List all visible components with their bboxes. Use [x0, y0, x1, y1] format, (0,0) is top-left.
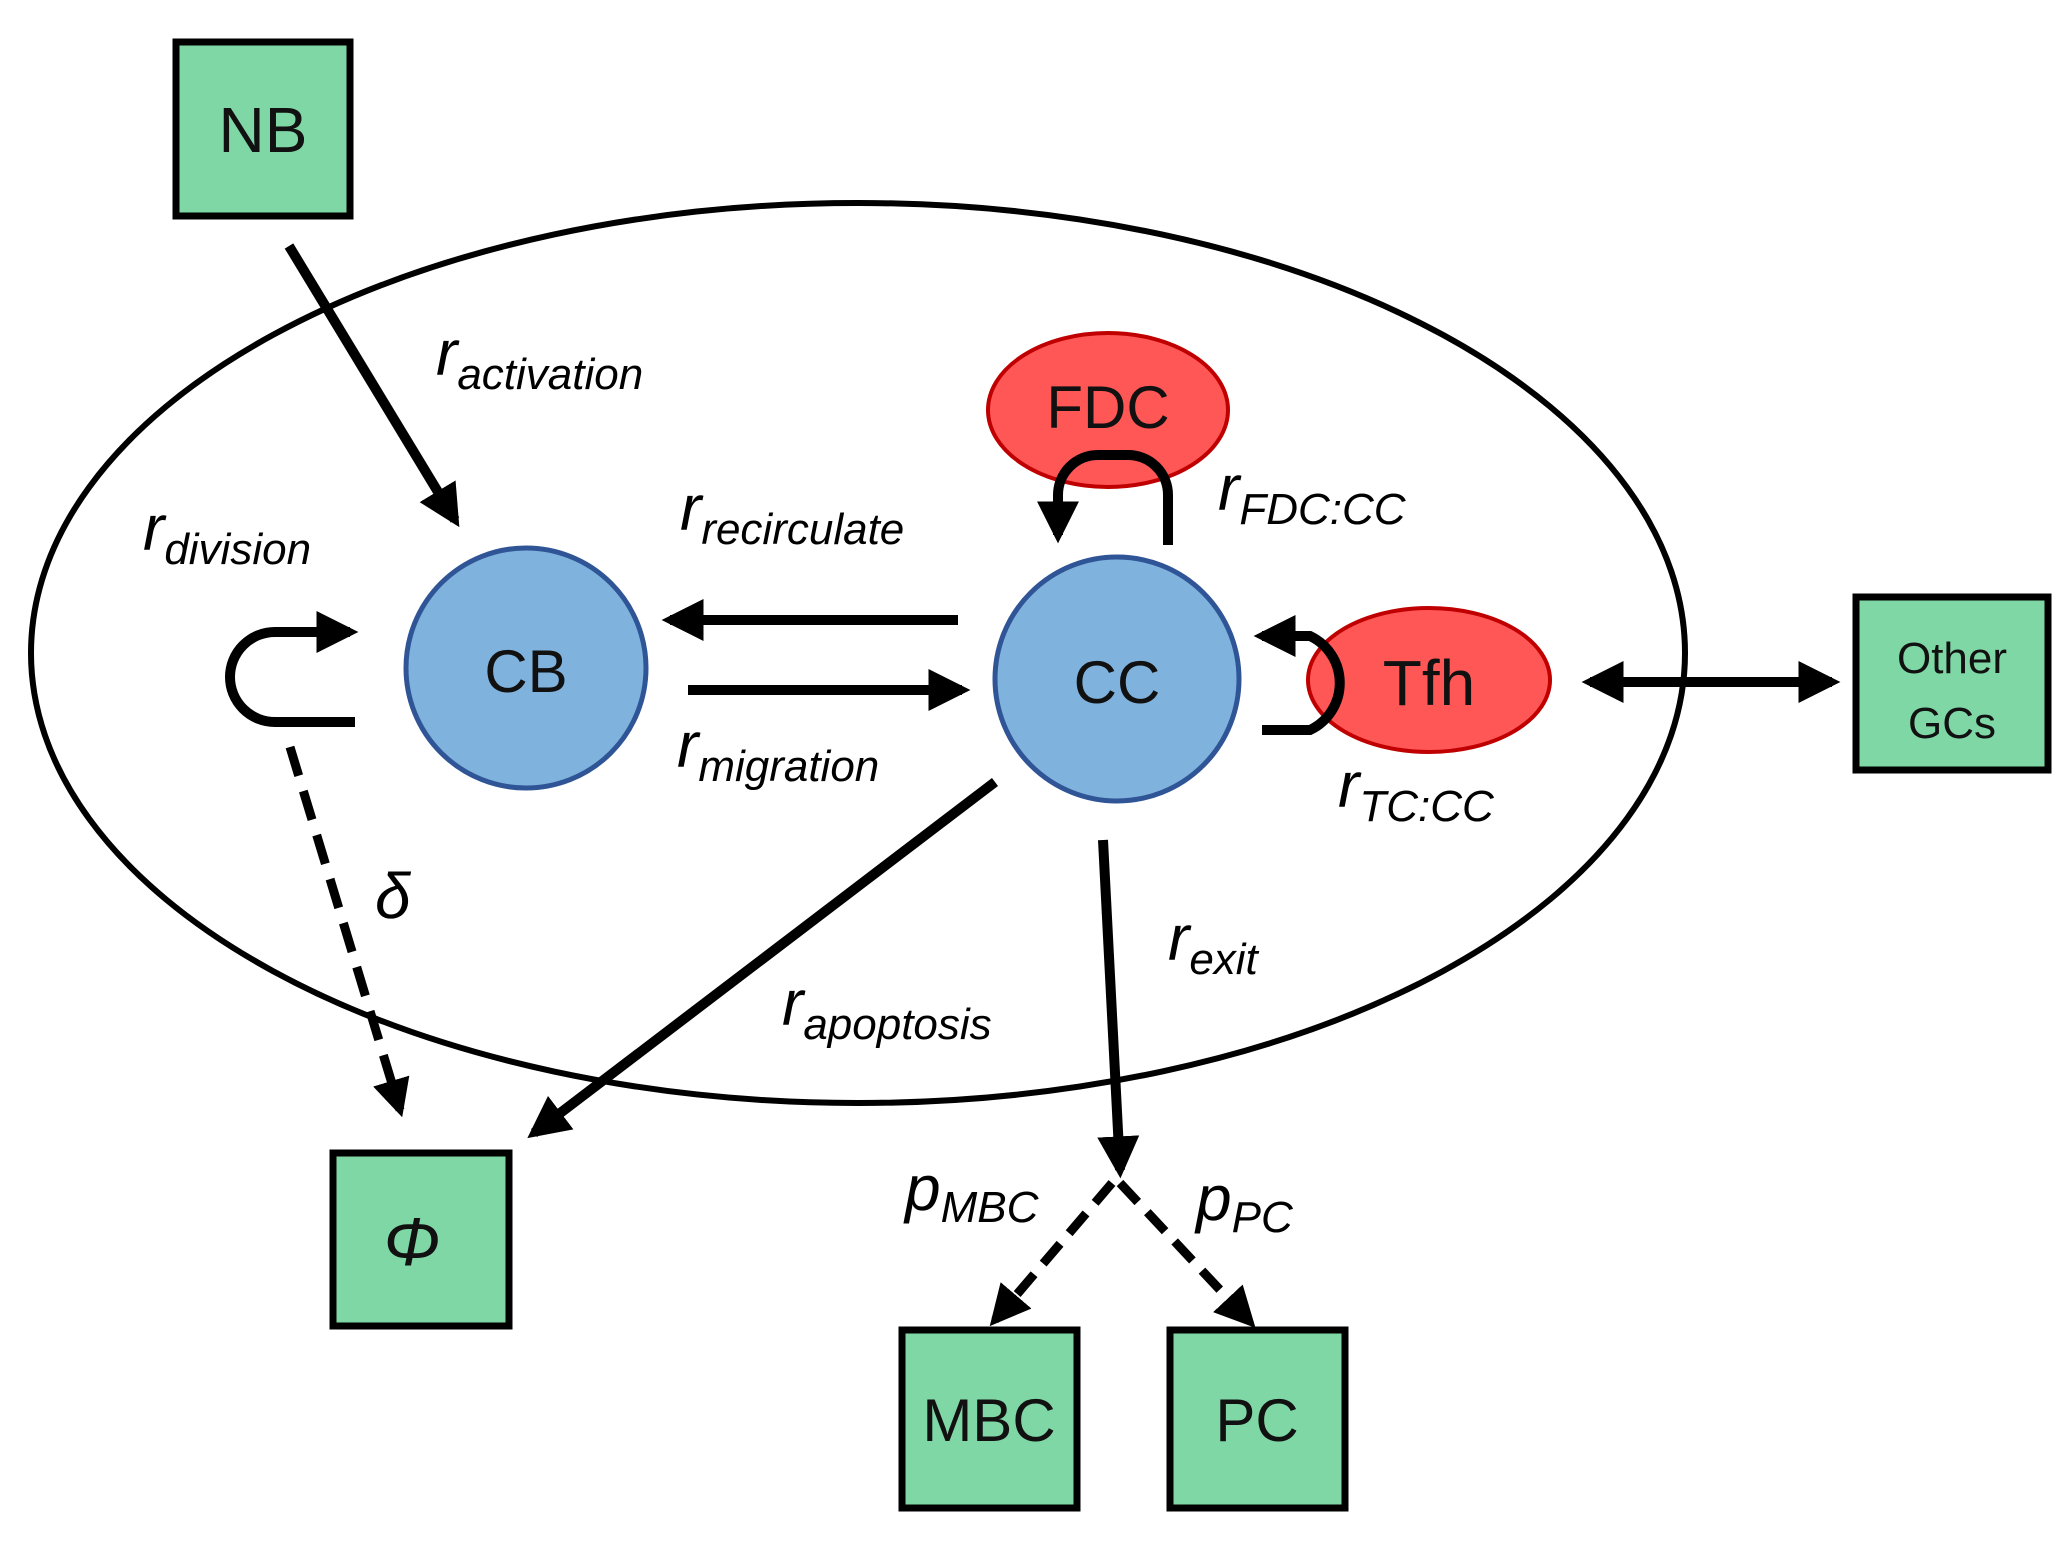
null-sink-label: Φ — [384, 1204, 441, 1280]
rate-migration: rmigration — [677, 709, 879, 791]
prob-mbc-sub: MBC — [941, 1183, 1040, 1232]
germinal-center-boundary — [28, 200, 1688, 1106]
rate-recirculate: rrecirculate — [680, 472, 904, 554]
tfh-cell: Tfh — [1306, 606, 1552, 754]
rate-recirculate-symbol: r — [680, 472, 704, 544]
prob-pc-sub: PC — [1232, 1193, 1294, 1242]
rate-tc-cc-symbol: r — [1338, 749, 1362, 821]
rate-apoptosis-symbol: r — [782, 967, 806, 1039]
rate-fdc-cc: rFDC:CC — [1218, 452, 1407, 534]
rate-activation-symbol: r — [436, 317, 460, 389]
rate-fdc-cc-sub: FDC:CC — [1239, 485, 1406, 534]
mbc-box: MBC — [898, 1326, 1081, 1512]
nb-box: NB — [172, 38, 354, 220]
rate-migration-sub: migration — [698, 742, 879, 791]
rate-death-symbol: δ — [375, 860, 412, 932]
rate-death: δ — [375, 860, 412, 932]
fdc-interaction-arrow — [1037, 450, 1173, 545]
other-gcs-label-line1: Other — [1897, 634, 2007, 683]
rate-exit-sub: exit — [1189, 935, 1259, 984]
rate-exit-symbol: r — [1168, 902, 1192, 974]
tfh-interaction-arrow — [1253, 615, 1345, 735]
other-gcs-label-line2: GCs — [1908, 699, 1996, 748]
null-sink-box: Φ — [329, 1149, 513, 1330]
tfh-label: Tfh — [1383, 647, 1475, 719]
rate-fdc-cc-symbol: r — [1218, 452, 1242, 524]
rate-division-symbol: r — [143, 492, 167, 564]
rate-recirculate-sub: recirculate — [701, 505, 904, 554]
fdc-label: FDC — [1046, 374, 1169, 441]
prob-pc: pPC — [1194, 1162, 1294, 1242]
fdc-cell: FDC — [986, 331, 1230, 489]
cc-cell: CC — [992, 554, 1242, 804]
nb-label: NB — [219, 94, 308, 166]
activation-arrow — [284, 243, 460, 528]
cc-label: CC — [1074, 649, 1161, 716]
exit-arrow — [1097, 839, 1140, 1179]
rate-activation-sub: activation — [457, 350, 643, 399]
cb-label: CB — [484, 638, 567, 705]
cb-cell: CB — [403, 545, 649, 791]
rate-exit: rexit — [1168, 902, 1260, 984]
rate-division: rdivision — [143, 492, 311, 574]
mbc-label: MBC — [922, 1387, 1055, 1454]
apoptosis-arrow — [527, 778, 999, 1139]
prob-mbc: pMBC — [903, 1152, 1040, 1232]
rate-activation: ractivation — [436, 317, 643, 399]
prob-mbc-symbol: p — [903, 1152, 941, 1224]
rate-division-sub: division — [164, 525, 311, 574]
mbc-branch-arrow — [989, 1180, 1116, 1327]
other-gcs-box: Other GCs — [1852, 593, 2052, 774]
prob-pc-symbol: p — [1194, 1162, 1232, 1234]
pc-box: PC — [1166, 1326, 1349, 1512]
rate-apoptosis-sub: apoptosis — [803, 1000, 991, 1049]
rate-migration-symbol: r — [677, 709, 701, 781]
pc-label: PC — [1215, 1387, 1298, 1454]
division-loop-arrow — [225, 611, 359, 727]
pc-branch-arrow — [1116, 1179, 1256, 1328]
rate-apoptosis: rapoptosis — [782, 967, 992, 1049]
rate-tc-cc: rTC:CC — [1338, 749, 1495, 831]
rate-tc-cc-sub: TC:CC — [1359, 782, 1495, 831]
death-arrow — [285, 745, 410, 1118]
